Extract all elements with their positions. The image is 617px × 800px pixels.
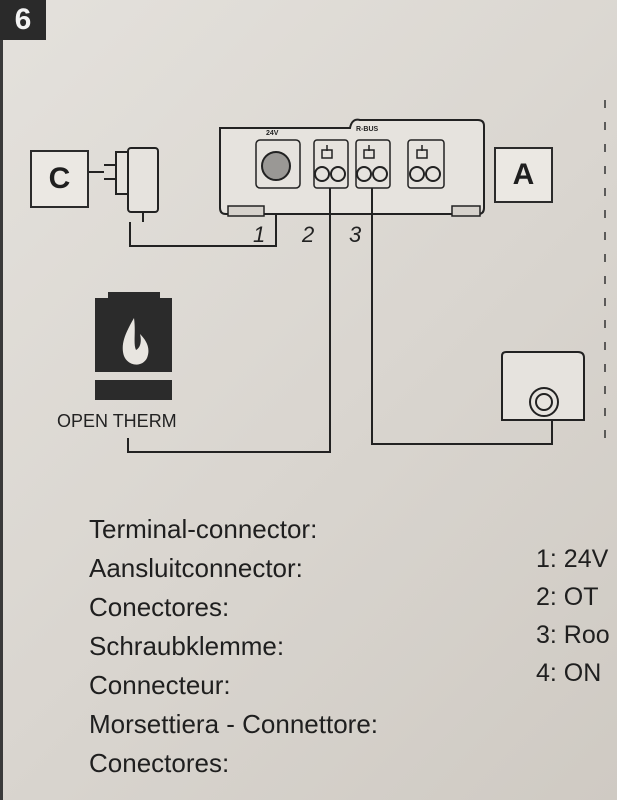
power-adapter	[86, 147, 159, 222]
legend-value: 2: OT	[536, 583, 599, 611]
step-number-badge: 6	[0, 0, 46, 40]
wiring-center-unit	[219, 118, 485, 217]
terminal-legend-labels: Terminal-connector: Aansluitconnector: C…	[89, 510, 378, 783]
legend-label: Aansluitconnector:	[89, 553, 303, 583]
left-margin-rule	[0, 40, 3, 800]
device-box-c: C	[30, 150, 89, 208]
terminal-legend-values: 1: 24V 2: OT 3: Roo 4: ON	[536, 540, 610, 692]
power-socket-hole	[261, 151, 291, 181]
device-box-c-label: C	[48, 162, 71, 195]
terminal-number-1: 1	[253, 222, 266, 247]
legend-label: Conectores:	[89, 748, 230, 778]
legend-value: 1: 24V	[536, 545, 609, 573]
wire-2	[127, 188, 331, 453]
wire-1	[129, 214, 277, 247]
legend-label: Terminal-connector:	[89, 514, 318, 544]
legend-value: 4: ON	[536, 659, 602, 687]
opentherm-label: OPEN THERM	[57, 411, 177, 431]
wire-3	[371, 188, 553, 445]
terminal-number-3: 3	[349, 222, 362, 247]
legend-label: Morsettiera - Connettore:	[89, 709, 379, 739]
power-socket	[255, 139, 301, 189]
room-thermostat	[501, 351, 585, 421]
legend-label: Connecteur:	[89, 670, 231, 700]
terminal-number-2: 2	[302, 222, 315, 247]
device-box-a: A	[494, 147, 553, 203]
device-box-a-label: A	[512, 158, 535, 191]
unit-label-24v: 24V	[266, 130, 279, 137]
unit-label-rbus: R-BUS	[356, 126, 379, 133]
step-number: 6	[14, 3, 32, 36]
legend-label: Conectores:	[89, 592, 230, 622]
terminal-block-spare	[407, 139, 445, 189]
legend-value: 3: Roo	[536, 621, 610, 649]
opentherm-boiler-icon	[95, 292, 172, 400]
legend-label: Schraubklemme:	[89, 631, 285, 661]
wiring-diagram	[86, 100, 606, 453]
